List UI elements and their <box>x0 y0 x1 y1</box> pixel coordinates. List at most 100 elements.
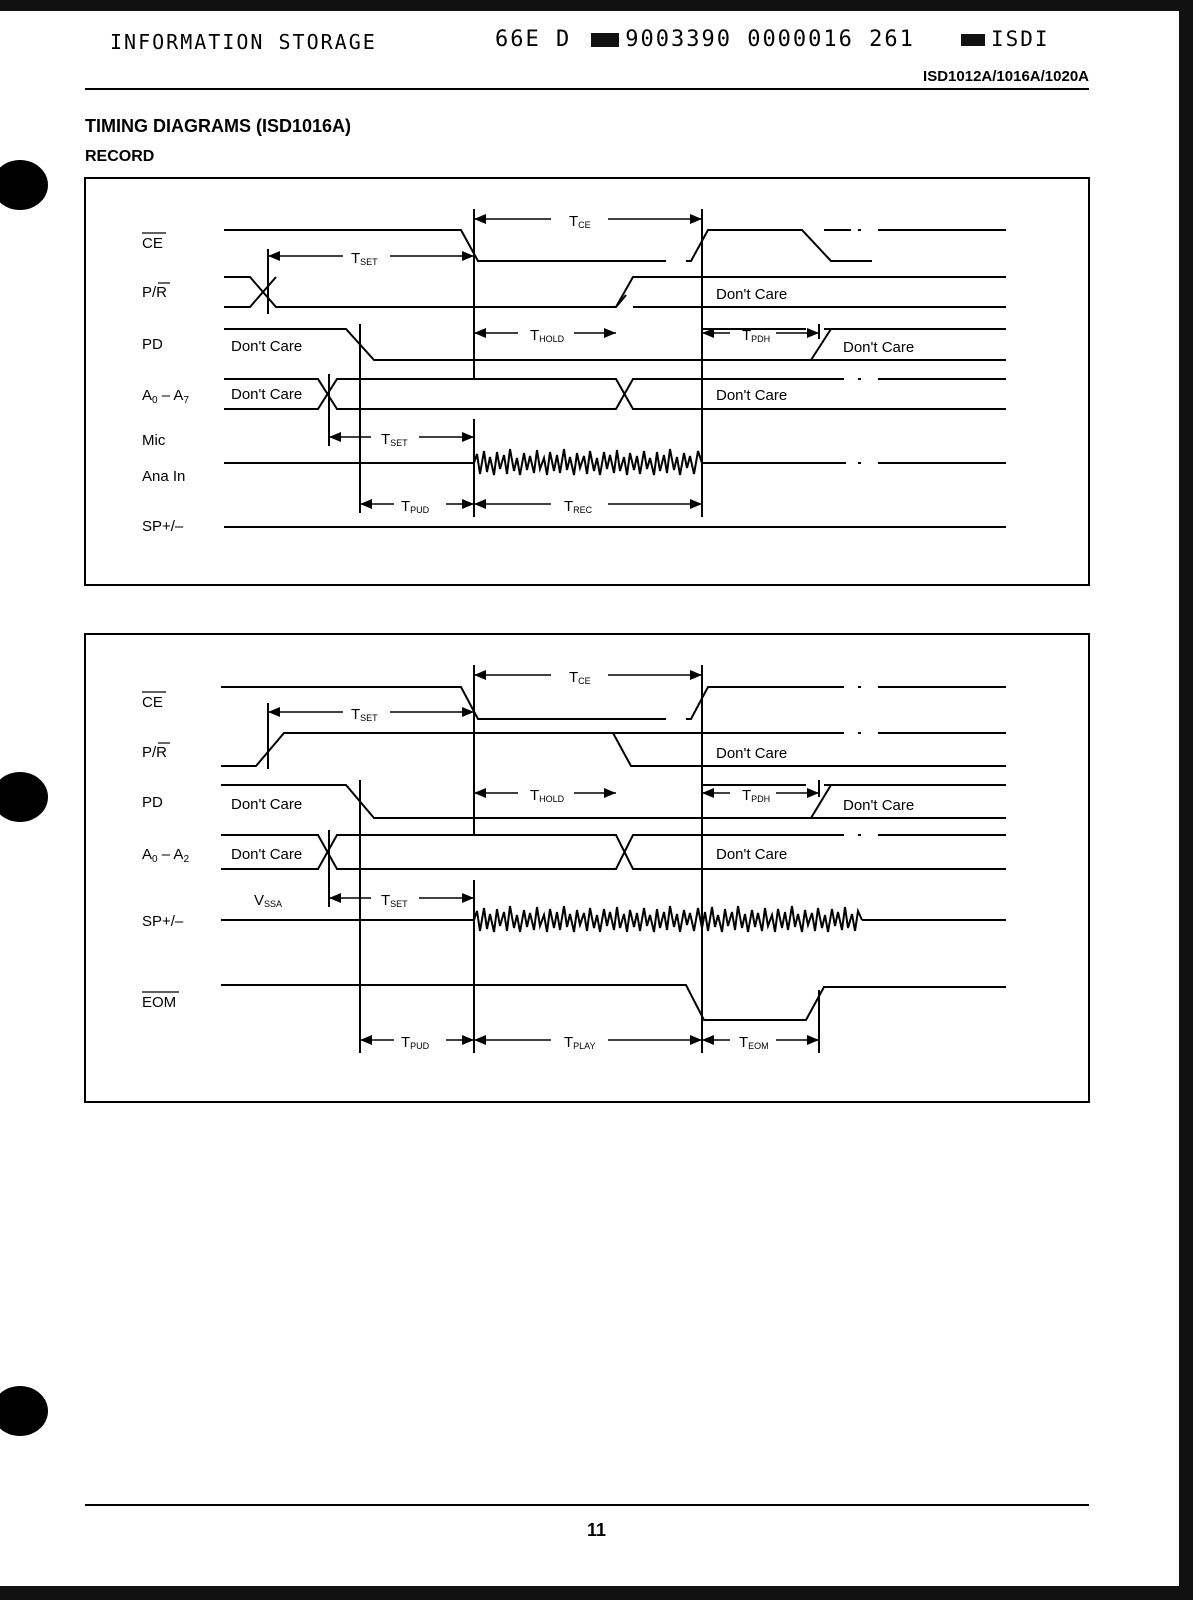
header-code-a: 66E D <box>495 27 572 52</box>
dont-care-pd-left: Don't Care <box>231 338 302 355</box>
arrowhead-icon <box>474 328 486 338</box>
arrowhead-icon <box>474 214 486 224</box>
label-vssa-sub: SSA <box>264 899 282 909</box>
label-sp: SP+/– <box>142 518 184 535</box>
label-pd: PD <box>142 794 163 811</box>
pr-high-line <box>615 276 1006 308</box>
timing-tset-2: TSET <box>381 892 408 909</box>
timing-sub: PDH <box>751 794 770 804</box>
playback-timing-svg: CE P/R PD A0 – A2 VSSA SP+/– EOM Don't C… <box>142 665 1006 1053</box>
dont-care-addr-right: Don't Care <box>716 387 787 404</box>
sp-signal <box>473 905 863 933</box>
timing-t: T <box>739 1034 748 1051</box>
addr-bottom <box>221 834 1006 870</box>
arrowhead-icon <box>690 499 702 509</box>
timing-sub: EOM <box>748 1041 769 1051</box>
label-addr-dash: – A <box>158 846 184 863</box>
timing-tce: TCE <box>569 669 591 686</box>
dont-care-addr-left: Don't Care <box>231 846 302 863</box>
timing-sub: HOLD <box>539 334 565 344</box>
addr-top <box>221 834 1006 870</box>
label-sp: SP+/– <box>142 913 184 930</box>
part-number: ISD1012A/1016A/1020A <box>923 68 1089 85</box>
section-title: TIMING DIAGRAMS (ISD1016A) <box>85 116 352 136</box>
arrowhead-icon <box>474 788 486 798</box>
arrowhead-icon <box>690 214 702 224</box>
label-ana-in: Ana In <box>142 468 185 485</box>
binder-hole <box>0 1386 48 1436</box>
arrowhead-icon <box>462 707 474 717</box>
dont-care-pd-left: Don't Care <box>231 796 302 813</box>
arrowheads <box>268 214 819 509</box>
binder-hole <box>0 160 48 210</box>
pd-rise <box>810 784 832 819</box>
timing-tpud: TPUD <box>401 1034 430 1051</box>
timing-tpdh: TPDH <box>742 327 770 344</box>
header-right-text: ISDI <box>991 27 1050 51</box>
timing-t: T <box>351 250 360 267</box>
timing-sub: CE <box>578 220 591 230</box>
timing-tpud: TPUD <box>401 498 430 515</box>
label-addr-dash: – A <box>158 387 184 404</box>
header-code-b: 9003390 0000016 261 <box>625 27 915 52</box>
label-addr-sub-start: 0 <box>152 395 158 406</box>
timing-sub: CE <box>578 676 591 686</box>
label-pr: P/R <box>142 284 167 301</box>
addr-top <box>224 378 1006 410</box>
eom-waveform <box>221 984 1006 1021</box>
header-block-icon <box>961 34 985 46</box>
timing-t: T <box>742 787 751 804</box>
timing-t: T <box>381 892 390 909</box>
arrowhead-icon <box>268 707 280 717</box>
page-frame-top <box>0 0 1193 11</box>
dont-care-addr-right: Don't Care <box>716 846 787 863</box>
timing-sub: SET <box>360 713 378 723</box>
timing-t: T <box>564 1034 573 1051</box>
label-pr-text: P/R <box>142 284 167 301</box>
arrowhead-icon <box>690 670 702 680</box>
section-subtitle: RECORD <box>85 148 155 165</box>
timing-t: T <box>351 706 360 723</box>
timing-t: T <box>569 669 578 686</box>
timing-sub: PUD <box>410 505 430 515</box>
playback-timing-diagram: CE P/R PD A0 – A2 VSSA SP+/– EOM Don't C… <box>84 633 1090 1103</box>
page-number: 11 <box>586 1520 607 1540</box>
page-frame-bottom <box>0 1586 1193 1600</box>
arrowhead-icon <box>329 432 341 442</box>
arrowhead-icon <box>690 1035 702 1045</box>
arrowheads <box>268 670 819 1045</box>
dont-care-pd-right: Don't Care <box>843 797 914 814</box>
label-addr: A0 – A7 <box>142 387 189 406</box>
pd-rise <box>810 328 832 361</box>
timing-sub: SET <box>390 899 408 909</box>
label-ce: CE <box>142 694 163 711</box>
label-eom: EOM <box>142 994 176 1011</box>
arrowhead-icon <box>807 328 819 338</box>
arrowhead-icon <box>807 1035 819 1045</box>
timing-tplay: TPLAY <box>564 1034 596 1051</box>
timing-sub: PDH <box>751 334 770 344</box>
timing-sub: SET <box>390 438 408 448</box>
header-block-icon <box>591 33 620 47</box>
page-frame-right <box>1179 0 1193 1600</box>
timing-sub: SET <box>360 257 378 267</box>
record-timing-diagram: CE P/R PD A0 – A7 Mic Ana In SP+/– Don't… <box>84 177 1090 586</box>
timing-tset: TSET <box>351 250 378 267</box>
header-left-text: INFORMATION STORAGE <box>110 30 377 54</box>
timing-tset-2: TSET <box>381 431 408 448</box>
dont-care-pr-right: Don't Care <box>716 286 787 303</box>
arrowhead-icon <box>474 1035 486 1045</box>
arrowhead-icon <box>604 788 616 798</box>
timing-thold: THOLD <box>530 787 565 804</box>
timing-t: T <box>401 1034 410 1051</box>
arrowhead-icon <box>462 499 474 509</box>
label-vssa: VSSA <box>254 892 282 909</box>
label-pd: PD <box>142 336 163 353</box>
timing-tset: TSET <box>351 706 378 723</box>
arrowhead-icon <box>474 499 486 509</box>
label-pr: P/R <box>142 744 167 761</box>
pr-fall <box>612 732 1006 767</box>
pr-waveform <box>221 732 1006 767</box>
arrowhead-icon <box>462 893 474 903</box>
timing-sub: PUD <box>410 1041 430 1051</box>
